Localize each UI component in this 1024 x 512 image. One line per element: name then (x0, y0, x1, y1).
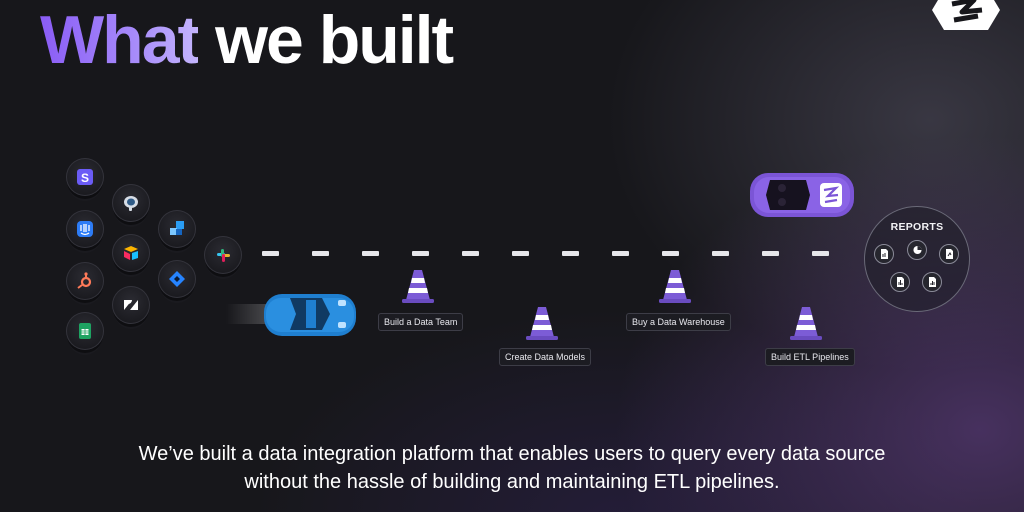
road-dash (812, 251, 829, 256)
intercom-icon (66, 210, 104, 248)
road-dash (562, 251, 579, 256)
jira-icon (158, 260, 196, 298)
milestone-label: Build ETL Pipelines (765, 348, 855, 366)
report-bar-icon (922, 272, 942, 292)
road-dash (712, 251, 729, 256)
slack-icon (204, 236, 242, 274)
brand-logo-icon (932, 0, 1000, 30)
title-accent: What (40, 2, 200, 78)
road-dash (762, 251, 779, 256)
purple-car-icon (750, 173, 854, 217)
road-dash (612, 251, 629, 256)
milestone-label: Build a Data Team (378, 313, 464, 331)
road-dash (462, 251, 479, 256)
stripe-icon: S (66, 158, 104, 196)
report-doc-icon (874, 244, 894, 264)
title-rest: we built (215, 2, 454, 78)
road-dash (412, 251, 429, 256)
svg-text:S: S (81, 171, 89, 185)
road-dash (312, 251, 329, 256)
reports-circle: REPORTS (864, 206, 970, 312)
road (262, 251, 862, 257)
road-dash (262, 251, 279, 256)
road-dash (362, 251, 379, 256)
jira-confluence-icon (158, 210, 196, 248)
reports-title: REPORTS (890, 221, 944, 233)
traffic-cone-icon (402, 270, 434, 303)
report-bar-icon (890, 272, 910, 292)
traffic-cone-icon (790, 307, 822, 340)
blue-car-icon (226, 294, 356, 336)
caption: We’ve built a data integration platform … (138, 443, 886, 493)
report-pie-icon (907, 240, 927, 260)
google-sheets-icon (66, 312, 104, 350)
report-doc-icon (939, 244, 959, 264)
traffic-cone-icon (526, 307, 558, 340)
milestone-label: Buy a Data Warehouse (626, 313, 731, 331)
road-dash (512, 251, 529, 256)
road-dash (662, 251, 679, 256)
page-title: What we built (40, 0, 454, 80)
hubspot-icon (66, 262, 104, 300)
milestone-label: Create Data Models (499, 348, 592, 366)
traffic-cone-icon (659, 270, 691, 303)
airtable-icon (112, 234, 150, 272)
postgresql-icon (112, 184, 150, 222)
zendesk-icon (112, 286, 150, 324)
